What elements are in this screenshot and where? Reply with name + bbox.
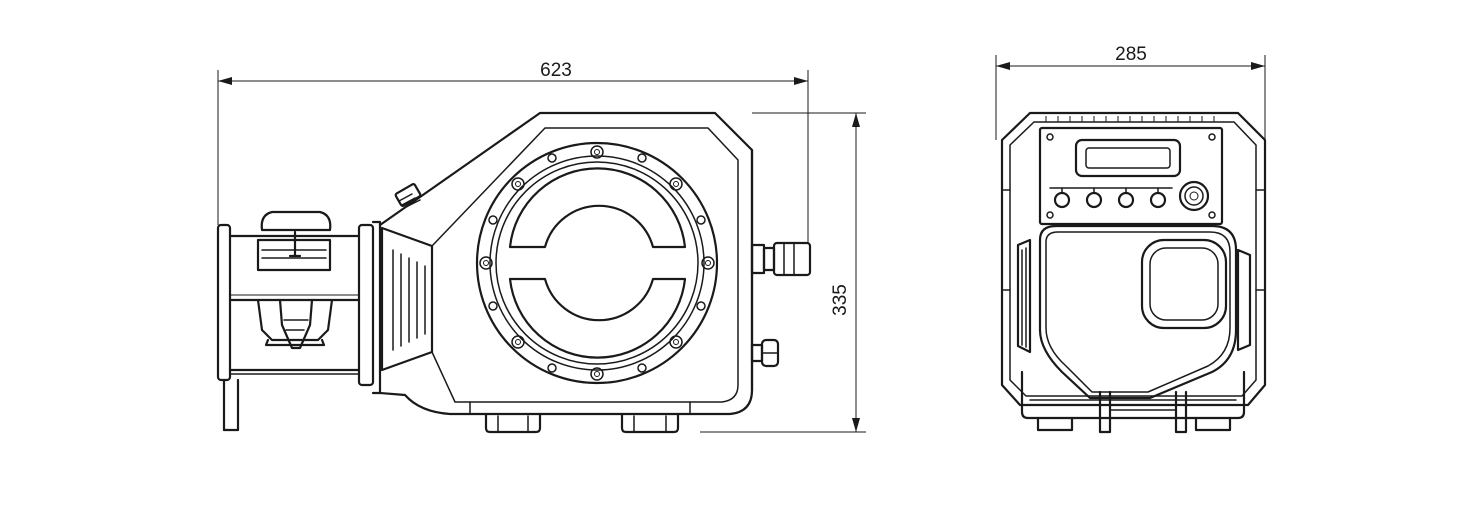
dimension-height: 335	[700, 112, 866, 433]
front-view-base	[1020, 370, 1246, 434]
front-view	[1000, 111, 1267, 434]
dimension-length: 623	[217, 60, 809, 243]
side-view-reel-flange	[216, 223, 375, 432]
side-view-lower-fitting	[750, 338, 780, 368]
front-view-housing	[1000, 111, 1267, 407]
side-view-front-ring	[475, 141, 719, 385]
dimension-width-label: 285	[1115, 44, 1147, 65]
dimension-height-label: 335	[830, 284, 851, 316]
side-view-feet	[484, 412, 680, 434]
dimension-width: 285	[995, 44, 1266, 140]
dimension-length-label: 623	[540, 60, 572, 81]
side-view-hose-guide	[256, 298, 334, 350]
side-view-ring-bolts	[479, 145, 715, 381]
side-view-adjust-knob	[394, 183, 422, 209]
side-view	[216, 111, 812, 434]
side-view-hose-outlet	[750, 241, 812, 277]
side-view-side-cover	[371, 220, 434, 395]
side-view-clamp	[256, 210, 332, 272]
front-view-vents	[1016, 238, 1252, 354]
side-view-housing	[378, 111, 754, 416]
front-view-drum-cover	[1038, 224, 1238, 400]
front-view-control-panel	[1038, 116, 1224, 226]
